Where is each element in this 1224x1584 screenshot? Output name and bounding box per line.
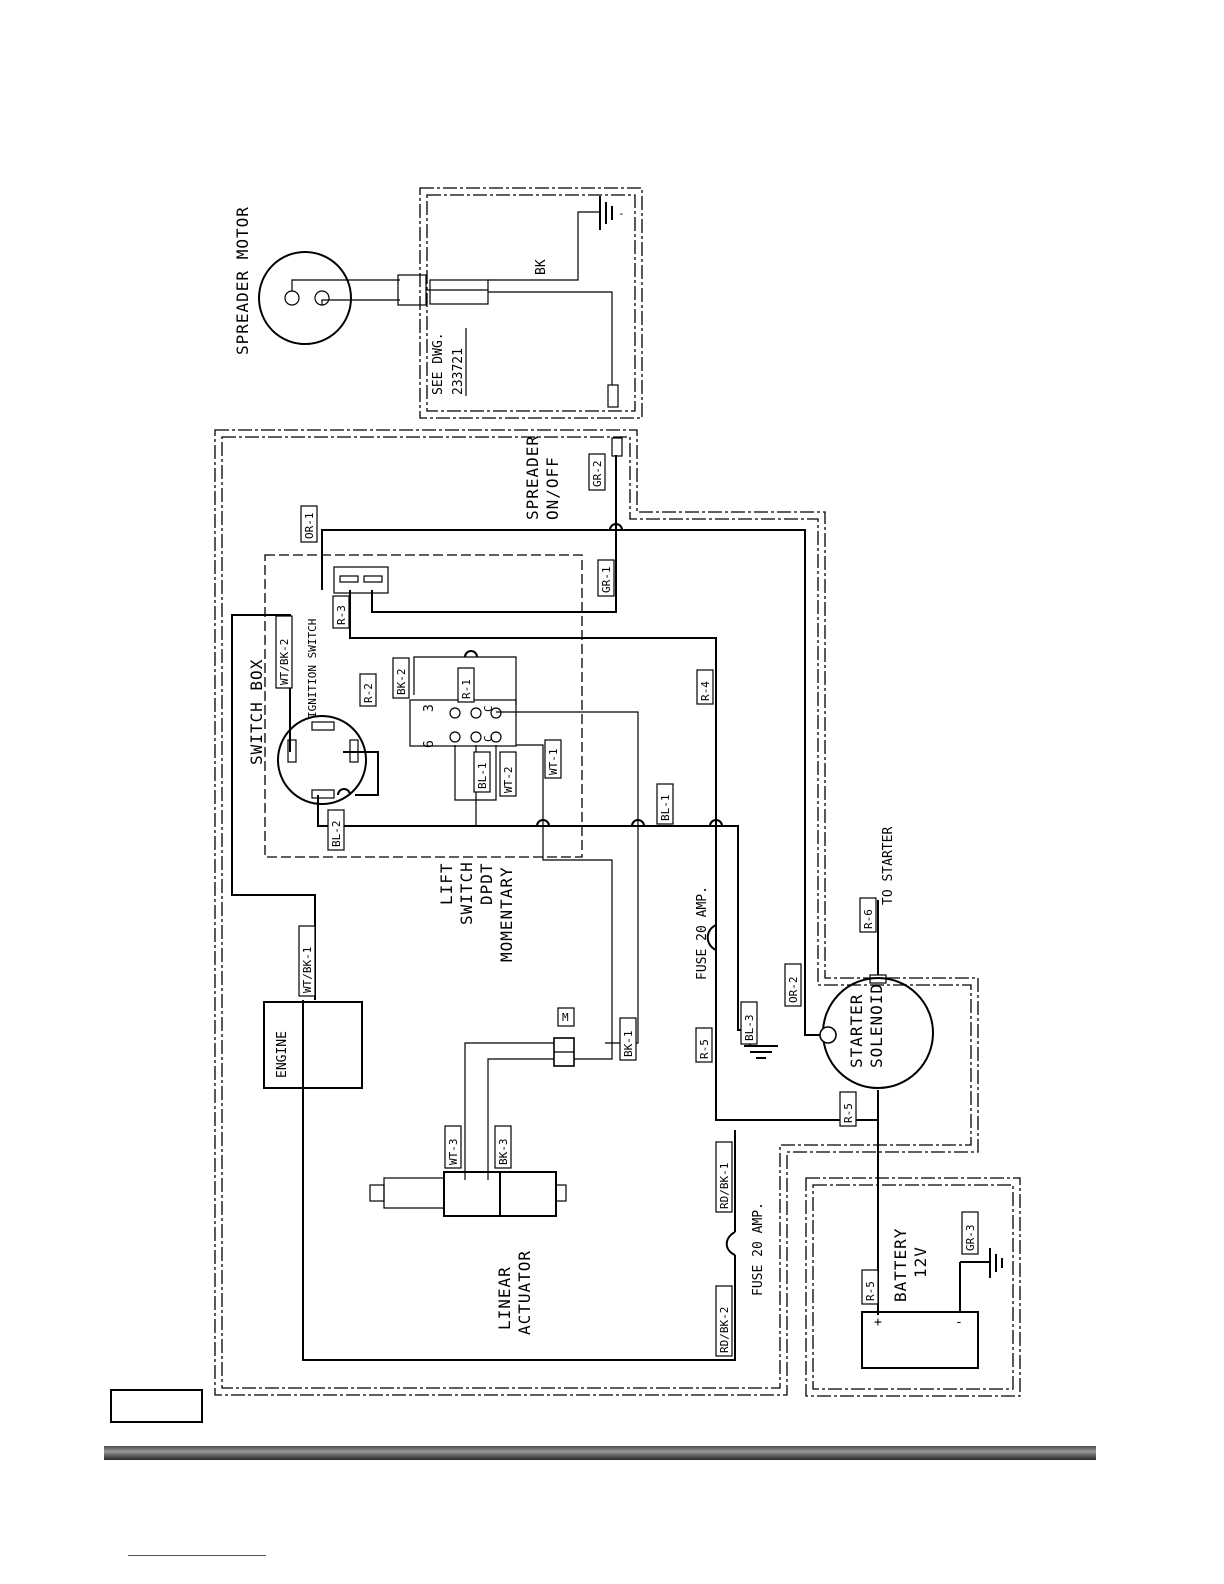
svg-text:FUSE 20 AMP.: FUSE 20 AMP. (695, 886, 710, 980)
wire-tag-r2: R-2 (362, 683, 375, 703)
spreader-switch: SPREADER ON/OFF (333, 435, 623, 594)
wire-tag-or1: OR-1 (303, 513, 316, 540)
svg-text:STARTER: STARTER (847, 994, 866, 1068)
spreader-motor: SPREADER MOTOR (233, 206, 619, 408)
switch-box-label: SWITCH BOX (247, 659, 266, 765)
starter-solenoid: STARTER SOLENOID (819, 974, 934, 1089)
wire-tag-r1: R-1 (460, 679, 473, 699)
main-harness-enclosure (214, 429, 979, 1396)
wire-tag-wt1: WT-1 (547, 749, 560, 776)
svg-text:233721: 233721 (451, 348, 466, 395)
spreader-switch-label-line1: SPREADER (523, 435, 542, 520)
wire-tag-wt3: WT-3 (447, 1139, 460, 1166)
svg-text:C: C (482, 735, 495, 742)
ground-icon: - (599, 196, 625, 230)
svg-text:LINEAR: LINEAR (495, 1266, 514, 1330)
wire-tag-r3: R-3 (335, 605, 348, 625)
svg-text:LIFT: LIFT (437, 862, 456, 905)
svg-text:-: - (955, 1315, 963, 1330)
wire-tag-bk2: BK-2 (395, 669, 408, 696)
switch-box-outline (264, 554, 583, 858)
wire-tag-bk: BK (534, 259, 549, 275)
svg-text:DPDT: DPDT (477, 862, 496, 905)
battery-enclosure (805, 1177, 1021, 1397)
svg-text:BATTERY: BATTERY (891, 1228, 910, 1302)
ground-icon (960, 1248, 1003, 1278)
to-starter-label: TO STARTER (881, 827, 896, 905)
svg-text:3: 3 (422, 704, 437, 712)
wire-tag-r5-fuse: R-5 (698, 1039, 711, 1059)
wire-tag-rdbk1: RD/BK-1 (718, 1163, 731, 1209)
wire-tag-r5-battery: R-5 (864, 1281, 877, 1301)
wire-tag-r4: R-4 (699, 681, 712, 701)
wire-tag-gr2: GR-2 (591, 461, 604, 488)
spreader-motor-label: SPREADER MOTOR (233, 206, 252, 355)
fuse-lower: FUSE 20 AMP. (725, 1202, 766, 1296)
wire-tags: OR-1 GR-2 GR-1 R-3 WT/BK-2 R-2 BK-2 R-1 … (275, 453, 979, 1357)
svg-text:SWITCH: SWITCH (457, 861, 476, 925)
wire-tag-bl3: BL-3 (743, 1015, 756, 1042)
wire-tag-or2: OR-2 (787, 977, 800, 1004)
svg-text:SOLENOID: SOLENOID (867, 983, 886, 1068)
wire-tag-wtbk1: WT/BK-1 (301, 947, 314, 993)
wiring-lines (231, 455, 879, 1361)
footer-rule (104, 1446, 1096, 1460)
wire-tag-bk3: BK-3 (497, 1139, 510, 1166)
fuse-upper: FUSE 20 AMP. (695, 886, 717, 980)
svg-text:12V: 12V (911, 1246, 930, 1278)
lift-switch: 3 6 C C LIFT SWITCH DPDT MOMENTARY (409, 699, 517, 962)
engine: ENGINE (263, 1001, 363, 1089)
footer-link-underline[interactable] (128, 1555, 266, 1556)
page-number-box (110, 1389, 203, 1423)
spreader-switch-label-line2: ON/OFF (543, 456, 562, 520)
see-drawing-note: SEE DWG. 233721 (431, 328, 467, 396)
svg-text:M: M (562, 1011, 569, 1024)
svg-text:+: + (874, 1315, 882, 1330)
wire-tag-bl1: BL-1 (659, 795, 672, 822)
svg-text:C: C (482, 705, 495, 712)
wire-tag-bl2: BL-2 (330, 821, 343, 848)
wire-tag-bl1-switch: BL-1 (476, 763, 489, 790)
spreader-harness-enclosure (419, 187, 643, 419)
svg-text:ACTUATOR: ACTUATOR (515, 1250, 534, 1335)
wire-tag-wtbk2: WT/BK-2 (278, 639, 291, 685)
wire-tag-gr3: GR-3 (964, 1225, 977, 1252)
svg-text:SEE DWG.: SEE DWG. (431, 332, 446, 395)
svg-text:FUSE 20 AMP.: FUSE 20 AMP. (751, 1202, 766, 1296)
ignition-switch-label: IGNITION SWITCH (306, 619, 319, 718)
wire-tag-gr1: GR-1 (600, 567, 613, 594)
linear-actuator: LINEAR ACTUATOR (369, 1171, 567, 1335)
svg-text:6: 6 (422, 740, 437, 748)
ignition-switch: IGNITION SWITCH (277, 619, 367, 805)
svg-text:-: - (618, 207, 625, 220)
wire-tag-bk1: BK-1 (622, 1031, 635, 1058)
wire-tag-r5-solenoid: R-5 (842, 1103, 855, 1123)
wire-tag-rdbk2: RD/BK-2 (718, 1307, 731, 1353)
wire-tag-r6: R-6 (862, 909, 875, 929)
svg-text:MOMENTARY: MOMENTARY (497, 866, 516, 962)
motor-marker: M (557, 1007, 575, 1027)
engine-label: ENGINE (275, 1031, 290, 1078)
battery: + - BATTERY 12V (861, 1228, 979, 1369)
wire-tag-wt2: WT-2 (502, 767, 515, 794)
